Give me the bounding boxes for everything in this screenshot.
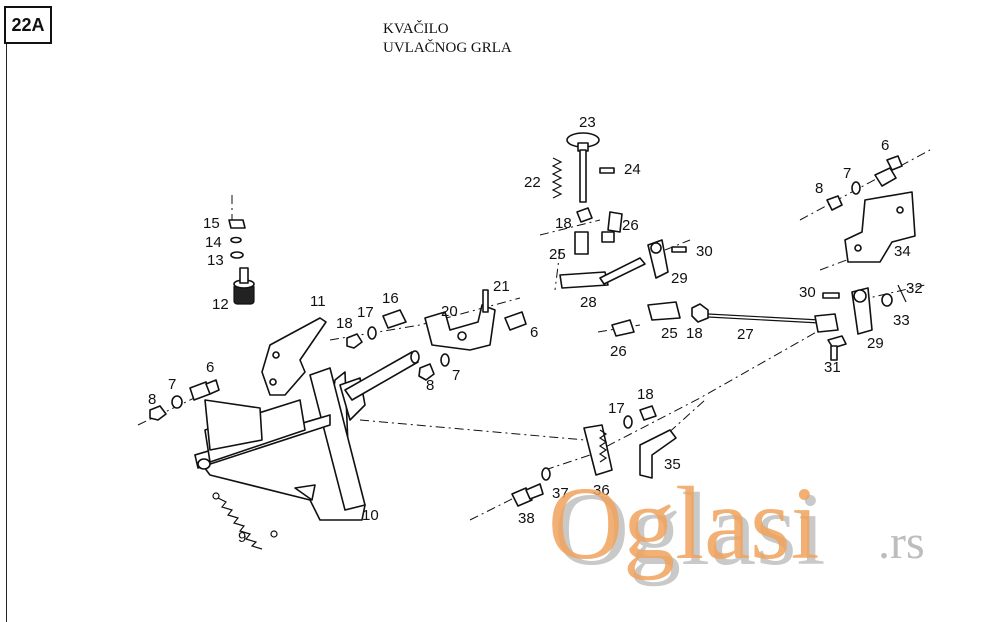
label-30-upper: 30	[696, 243, 713, 260]
label-25-upper: 25	[549, 246, 566, 263]
label-7: 7	[168, 376, 176, 393]
label-25-lower: 25	[661, 325, 678, 342]
label-26-lower: 26	[610, 343, 627, 360]
label-34: 34	[894, 243, 911, 260]
label-29-upper: 29	[671, 270, 688, 287]
label-18-bottom: 18	[637, 386, 654, 403]
bracket-part-20	[424, 289, 527, 351]
title-line-2: UVLAČNOG GRLA	[383, 40, 512, 56]
label-20: 20	[441, 303, 458, 320]
label-14: 14	[205, 234, 222, 251]
label-21: 21	[493, 278, 510, 295]
bushings-16-17-18	[346, 309, 450, 381]
watermark-suffix: .rs	[878, 516, 925, 569]
label-24: 24	[624, 161, 641, 178]
label-27: 27	[737, 326, 754, 343]
label-6: 6	[206, 359, 214, 376]
fasteners-left	[149, 379, 220, 421]
title-line-1: KVAČILO	[383, 21, 449, 37]
label-13: 13	[207, 252, 224, 269]
label-8-right: 8	[815, 180, 823, 197]
label-32: 32	[906, 280, 923, 297]
label-35: 35	[664, 456, 681, 473]
label-16: 16	[382, 290, 399, 307]
left-margin-rule	[6, 44, 7, 622]
label-22: 22	[524, 174, 541, 191]
label-18: 18	[336, 315, 353, 332]
rod-part-27	[611, 301, 839, 337]
label-17: 17	[357, 304, 374, 321]
label-26-upper: 26	[622, 217, 639, 234]
label-37: 37	[552, 485, 569, 502]
label-30-right: 30	[799, 284, 816, 301]
page-code-badge: 22A	[4, 6, 52, 44]
label-38: 38	[518, 510, 535, 527]
label-36: 36	[593, 482, 610, 499]
bracket-part-34	[826, 155, 916, 263]
watermark-shadow: Oglasi	[554, 472, 826, 587]
label-6-right: 6	[881, 137, 889, 154]
label-10: 10	[362, 507, 379, 524]
upper-assembly-22-26	[551, 132, 623, 255]
lever-part-28	[559, 239, 687, 289]
label-6-mid: 6	[530, 324, 538, 341]
label-33: 33	[893, 312, 910, 329]
part-labels: 8 7 6 9 10 11 12 13 14 15 16 17 18 20 21…	[148, 114, 923, 546]
label-11: 11	[310, 293, 326, 310]
oglasi-watermark-logo: Oglasi Oglasi .rs	[548, 470, 925, 587]
label-12: 12	[212, 296, 229, 313]
label-18-lower: 18	[686, 325, 703, 342]
label-7-mid: 7	[452, 367, 460, 384]
label-9: 9	[238, 529, 246, 546]
watermark-text: Oglasi	[548, 470, 820, 581]
label-28: 28	[580, 294, 597, 311]
label-17-bottom: 17	[608, 400, 625, 417]
right-lever-29	[822, 284, 907, 361]
label-15: 15	[203, 215, 220, 232]
frame-bracket-part-10	[194, 367, 366, 521]
label-23: 23	[579, 114, 596, 131]
lower-assembly-35-38	[511, 405, 677, 507]
label-29-right: 29	[867, 335, 884, 352]
label-8: 8	[148, 391, 156, 408]
rubber-stop-part-12	[228, 219, 255, 305]
label-31: 31	[824, 359, 841, 376]
shaft	[344, 350, 420, 401]
diagram-title: KVAČILO UVLAČNOG GRLA	[383, 20, 512, 58]
lever-part-11	[261, 317, 327, 396]
label-7-right: 7	[843, 165, 851, 182]
spring-part-9	[212, 492, 278, 550]
label-18-upper: 18	[555, 215, 572, 232]
label-8-mid: 8	[426, 377, 434, 394]
